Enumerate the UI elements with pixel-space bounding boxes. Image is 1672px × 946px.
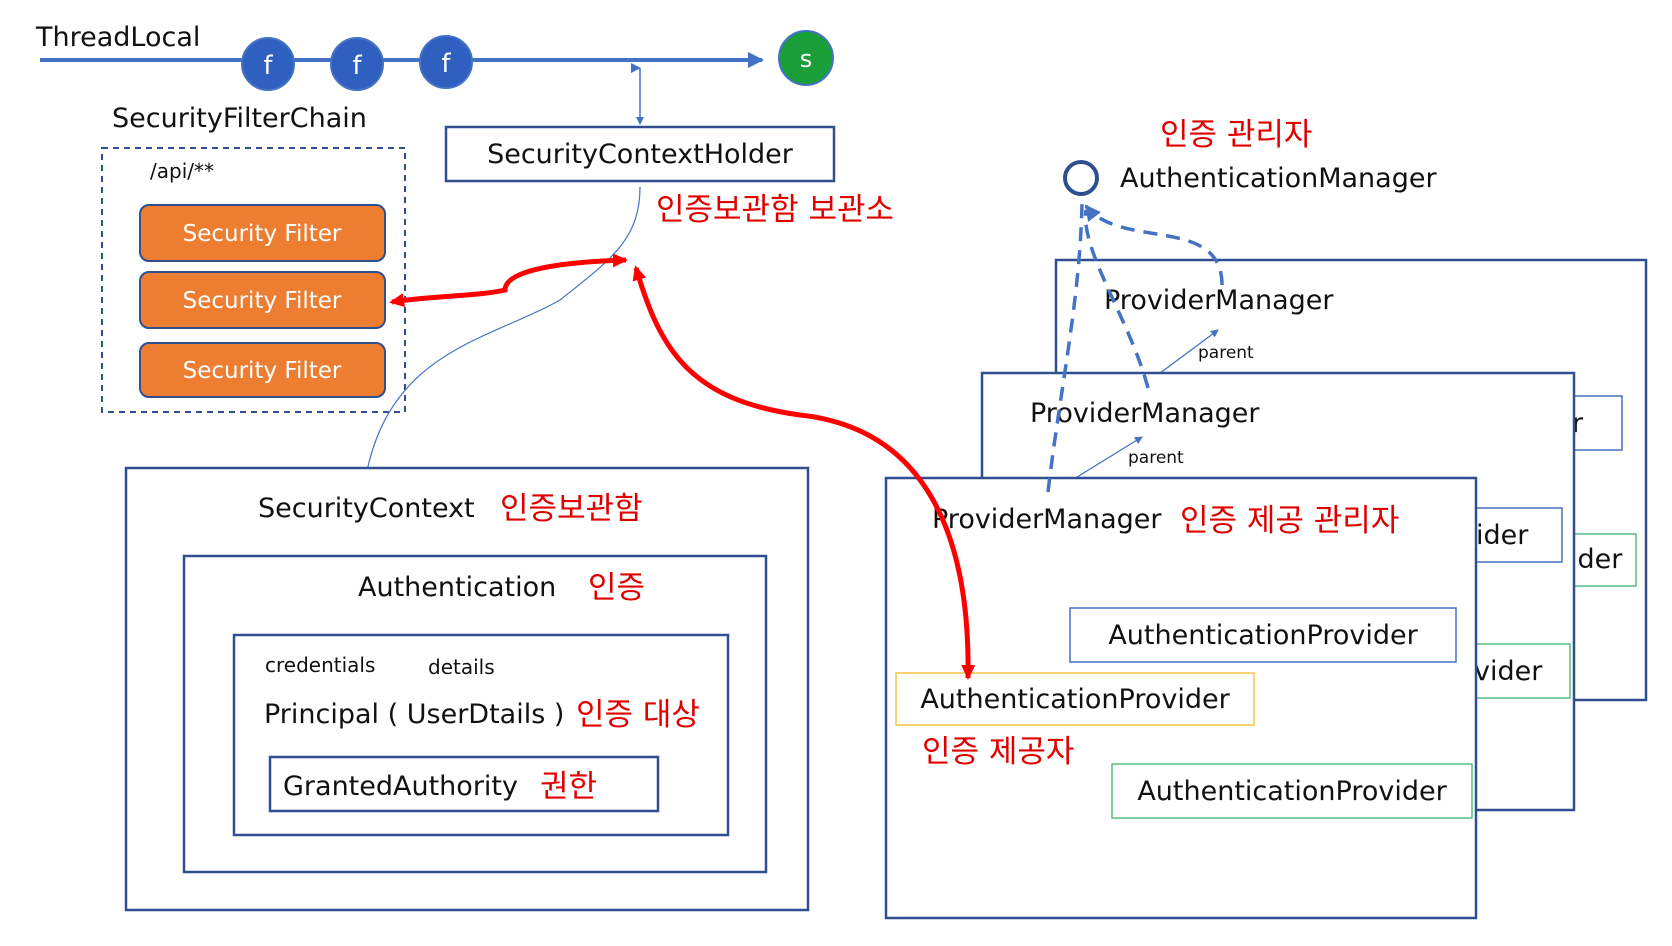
authentication-provider-bottom-box xyxy=(1111,763,1473,819)
svg-text:f: f xyxy=(263,51,273,81)
security-filter-chain: SecurityFilterChain /api/** Security Fil… xyxy=(101,103,406,413)
context-kr-label: 인증보관함 xyxy=(500,491,643,527)
svg-text:Security Filter: Security Filter xyxy=(183,221,342,247)
svg-text:Security Filter: Security Filter xyxy=(183,288,342,314)
security-filter-3: Security Filter xyxy=(139,342,386,398)
filter-chain-title: SecurityFilterChain xyxy=(112,103,367,134)
granted-authority-label: GrantedAuthority xyxy=(283,771,518,802)
provider-manager-middle-label: ProviderManager xyxy=(1030,398,1260,429)
principal-kr-label: 인증 대상 xyxy=(576,697,700,733)
front-to-manager-dashed-arrow xyxy=(1046,203,1084,493)
holder-box xyxy=(444,125,836,183)
filter-node-3: f xyxy=(419,35,473,89)
manager-interface-icon xyxy=(1063,160,1099,196)
credentials-label: credentials xyxy=(265,653,375,677)
middle-to-manager-dashed-arrow xyxy=(1083,209,1150,389)
provider-manager-front-kr-label: 인증 제공 관리자 xyxy=(1180,503,1399,539)
svg-text:f: f xyxy=(352,51,362,81)
servlet-node: s xyxy=(778,30,834,86)
filter-node-2: f xyxy=(330,37,384,91)
provider-back-mid-fragment: ider xyxy=(1570,544,1623,575)
authentication-provider-selected-label: AuthenticationProvider xyxy=(920,684,1230,715)
thread-local-timeline: ThreadLocal f f f s xyxy=(35,22,834,91)
security-context: SecurityContext 인증보관함 Authentication 인증 … xyxy=(124,466,810,912)
svg-text:Security Filter: Security Filter xyxy=(183,358,342,384)
authentication-kr-label: 인증 xyxy=(588,570,645,606)
details-label: details xyxy=(428,655,495,679)
authentication-manager: 인증 관리자 AuthenticationManager xyxy=(1063,117,1437,196)
parent-label-upper: parent xyxy=(1198,343,1254,363)
filter-to-holder-red-arrow xyxy=(389,253,628,308)
parent-label-lower: parent xyxy=(1128,448,1184,468)
manager-label: AuthenticationManager xyxy=(1120,163,1437,194)
provider-manager-front: ProviderManager 인증 제공 관리자 Authentication… xyxy=(884,476,1478,920)
holder-to-provider-red-arrow xyxy=(632,265,976,680)
holder-label: SecurityContextHolder xyxy=(487,139,794,170)
authentication-provider-selected-box xyxy=(895,672,1255,726)
manager-kr-label: 인증 관리자 xyxy=(1160,117,1312,153)
svg-text:s: s xyxy=(800,45,813,73)
provider-manager-front-label: ProviderManager xyxy=(932,504,1162,535)
principal-label: Principal ( UserDtails ) xyxy=(264,699,564,730)
security-filter-2: Security Filter xyxy=(139,271,386,329)
granted-authority-kr-label: 권한 xyxy=(540,769,597,805)
authentication-label: Authentication xyxy=(358,572,556,603)
provider-manager-back-label: ProviderManager xyxy=(1104,285,1334,316)
provider-middle-fragment: ider xyxy=(1476,520,1529,551)
holder-kr-label: 인증보관함 보관소 xyxy=(656,192,894,228)
authentication-provider-bottom-label: AuthenticationProvider xyxy=(1137,776,1447,807)
authentication-provider-top-label: AuthenticationProvider xyxy=(1108,620,1418,651)
holder-to-context-connector xyxy=(363,186,641,477)
back-to-manager-dashed-arrow xyxy=(1084,204,1224,286)
security-filter-1: Security Filter xyxy=(139,204,386,262)
context-label: SecurityContext xyxy=(258,493,475,524)
filter-node-1: f xyxy=(241,37,295,91)
filter-chain-pattern: /api/** xyxy=(150,159,214,183)
thread-local-label: ThreadLocal xyxy=(35,22,200,53)
provider-back-low-fragment: vider xyxy=(1474,656,1543,687)
granted-authority-box xyxy=(268,755,660,813)
authentication-provider-top-box xyxy=(1069,607,1457,663)
authentication-provider-kr-label: 인증 제공자 xyxy=(922,734,1074,770)
security-context-holder: SecurityContextHolder 인증보관함 보관소 xyxy=(444,63,894,228)
svg-text:f: f xyxy=(441,49,451,79)
